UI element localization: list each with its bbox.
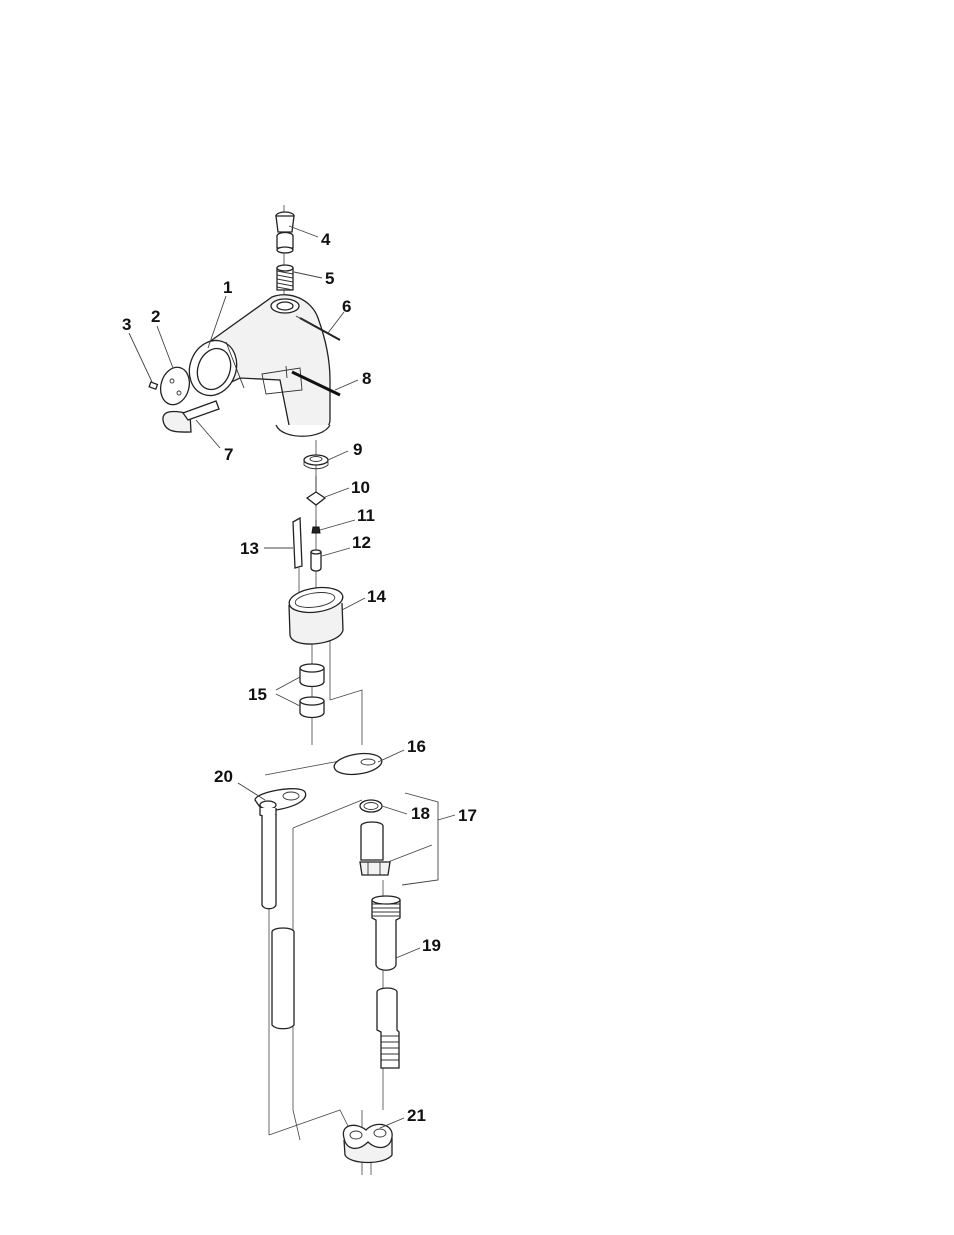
part-1-housing (182, 295, 330, 436)
part-2-cover-plate (157, 364, 194, 408)
callout-4: 4 (321, 230, 331, 249)
part-10-valve (307, 476, 325, 505)
part-5-spring (277, 265, 293, 290)
callout-21: 21 (407, 1106, 426, 1125)
part-12-bushing (311, 550, 321, 571)
callout-13: 13 (240, 539, 259, 558)
part-18-o-ring (360, 800, 382, 812)
part-20-tube-plate (255, 789, 306, 1029)
callout-9: 9 (353, 440, 362, 459)
callout-10: 10 (351, 478, 370, 497)
part-19-fittings (372, 896, 400, 1068)
callout-12: 12 (352, 533, 371, 552)
callout-2: 2 (151, 307, 160, 326)
part-16-gasket (333, 751, 383, 777)
callout-15: 15 (248, 685, 267, 704)
part-21-boot (343, 1124, 392, 1162)
callout-16: 16 (407, 737, 426, 756)
part-13-bar (293, 518, 302, 568)
callout-19: 19 (422, 936, 441, 955)
part-17-fitting (360, 822, 390, 875)
callout-6: 6 (342, 297, 351, 316)
callout-20: 20 (214, 767, 233, 786)
part-7-trigger (163, 401, 219, 432)
callout-11: 11 (357, 506, 375, 525)
callout-17: 17 (458, 806, 477, 825)
callout-14: 14 (367, 587, 386, 606)
callout-3: 3 (122, 315, 131, 334)
part-3-screw (149, 382, 157, 389)
callout-1: 1 (223, 278, 232, 297)
callout-18: 18 (411, 804, 430, 823)
callout-8: 8 (362, 369, 371, 388)
part-14-sleeve (288, 584, 345, 644)
part-11-valve (312, 520, 320, 533)
callout-5: 5 (325, 269, 334, 288)
part-4-valve-cap (276, 212, 294, 253)
callout-7: 7 (224, 445, 233, 464)
